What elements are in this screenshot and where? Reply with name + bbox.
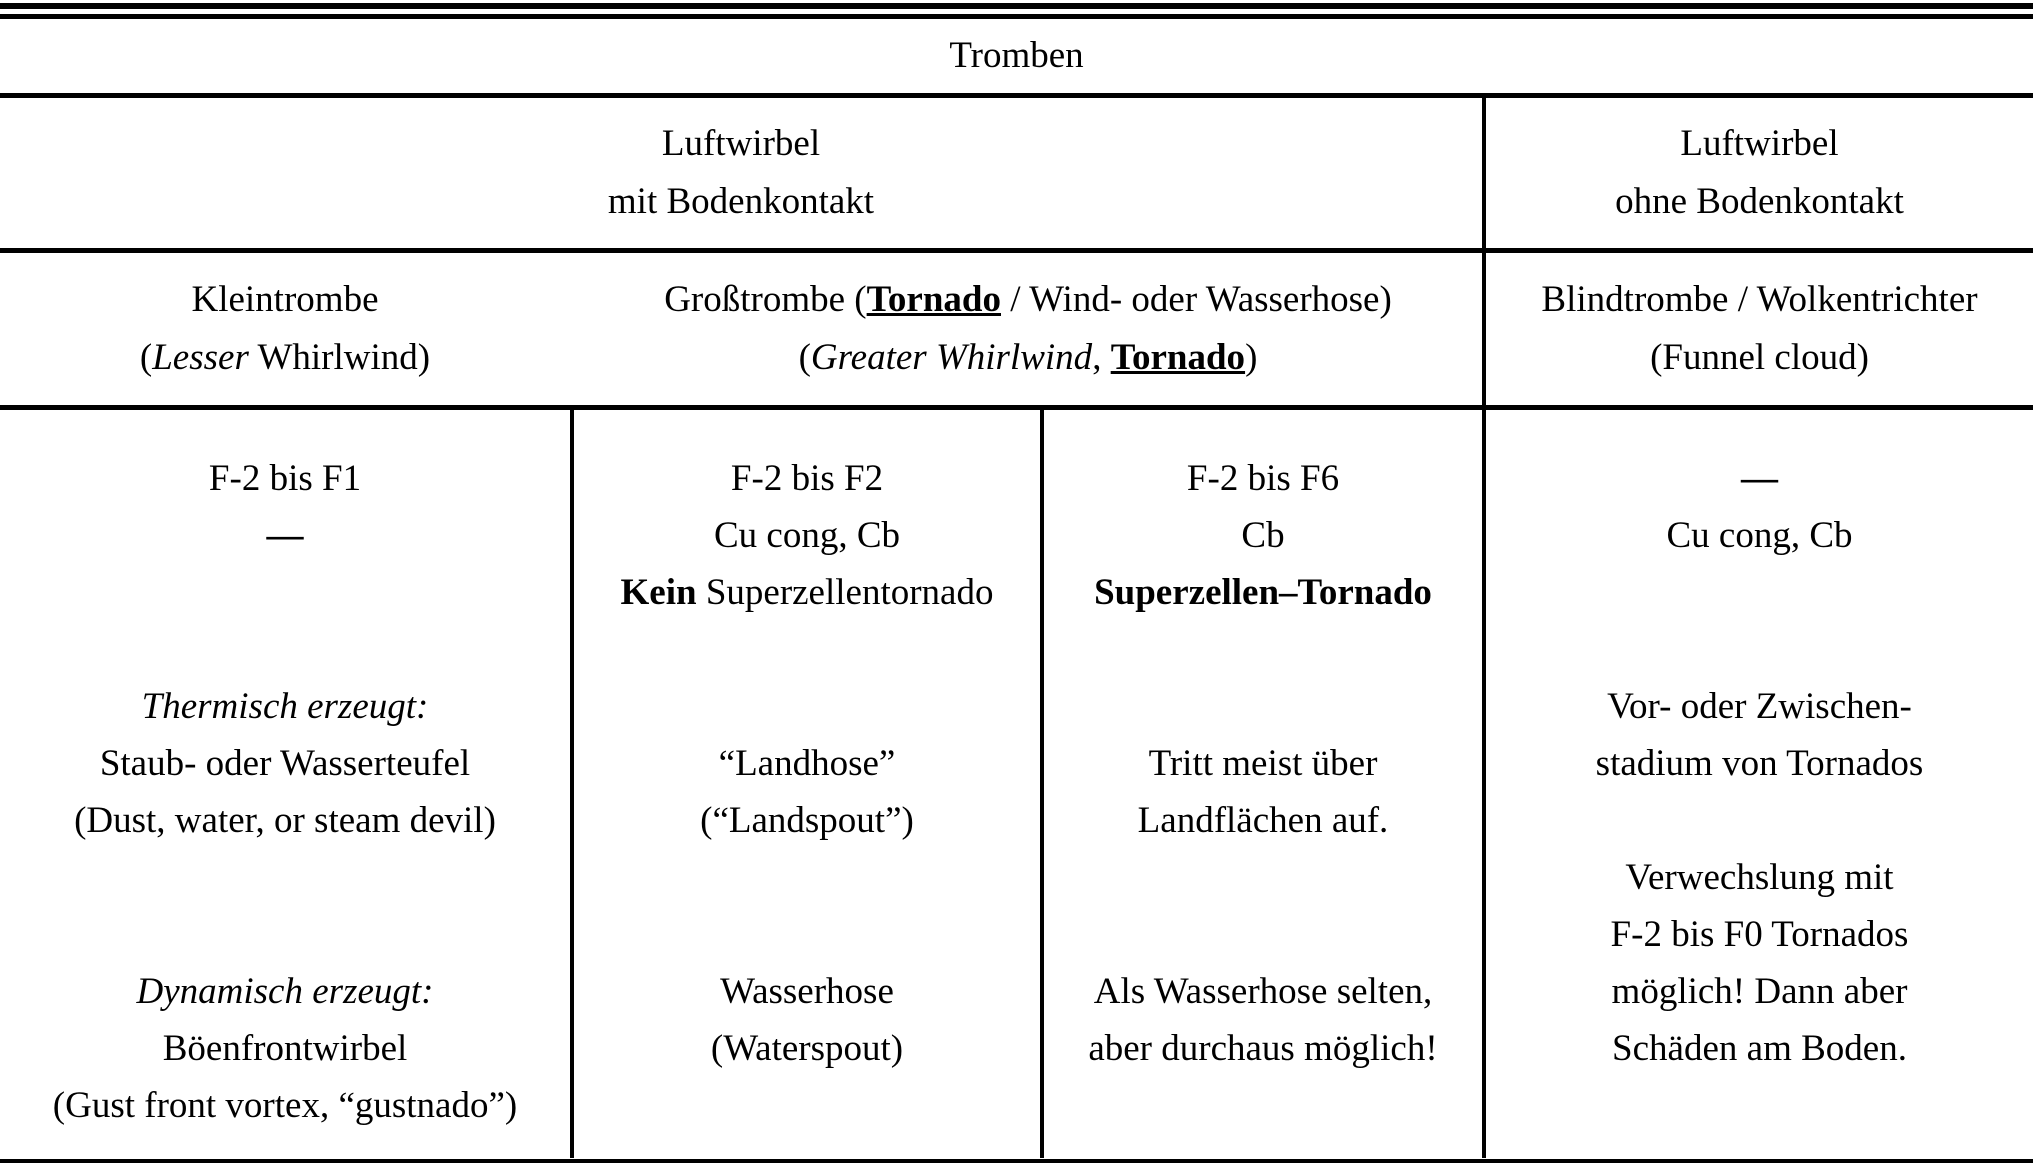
paren-close: ) [1245,337,1258,378]
body-line: “Landhose” [718,743,896,784]
body-line: F-2 bis F1 [208,458,362,499]
tornado-emphasis: Tornado [866,279,1001,320]
body-line: F-2 bis F6 [1186,458,1340,499]
sub-header-line2: (Lesser Whirlwind) [0,329,570,387]
italic-label: Thermisch erzeugt: [141,686,429,727]
group-header-mit-bodenkontakt: Luftwirbel mit Bodenkontakt [0,98,1482,248]
group-header-line1: Luftwirbel [661,123,821,164]
sub-header-line1: Großtrombe (Tornado / Wind- oder Wasserh… [574,271,1482,329]
rule-after-subheader-row [0,405,2033,410]
grosstrombe-suffix: / Wind- oder Wasserhose) [1001,279,1392,320]
body-line: Vor- oder Zwischen- [1607,686,1912,727]
body-line: Als Wasserhose selten, [1093,971,1433,1012]
rule-after-subheader [0,405,2033,410]
vertical-separator-body-2 [1040,410,1044,1158]
tornado-emphasis: Tornado [1110,337,1246,378]
bold-word: Kein [620,572,697,613]
body-line: Cb [1241,515,1285,556]
body-line: stadium von Tornados [1595,743,1924,784]
italic-label: Dynamisch erzeugt: [136,971,434,1012]
group-header-line2: mit Bodenkontakt [607,181,875,222]
top-rule-row [0,0,2033,19]
body-row: F-2 bis F1 — Thermisch erzeugt: Staub- ode… [0,410,2033,1158]
body-lines: — Cu cong, Cb Vor- oder Zwischen-stadium … [1486,434,2033,1134]
body-line: Wasserhose [720,971,894,1012]
bottom-rule-row [0,1158,2033,1163]
group-header-line1: Luftwirbel [1680,123,1839,164]
body-cell-grosstrombe-links: F-2 bis F2 Cu cong, Cb Kein Superzellentor… [574,410,1040,1158]
bold-label: Superzellen–Tornado [1094,572,1432,613]
comma-sep: , [1092,337,1111,378]
body-line: aber durchaus möglich! [1088,1028,1438,1069]
body-line: (Gust front vortex, “gustnado”) [52,1085,518,1126]
bottom-double-rule [0,1158,2033,1163]
body-line: Böenfrontwirbel [162,1028,408,1069]
sub-header-line2: (Funnel cloud) [1650,337,1869,378]
group-header-row: Luftwirbel mit Bodenkontakt Luftwirbel o… [0,98,2033,248]
vertical-separator-main [1482,98,1486,248]
sub-header-blindtrombe: Blindtrombe / Wolkentrichter (Funnel clo… [1486,253,2033,405]
grosstrombe-prefix: Großtrombe ( [664,279,867,320]
body-line: (Waterspout) [710,1028,904,1069]
body-line: Verwechslung mit [1625,857,1894,898]
table-title: Tromben [949,35,1084,76]
line-rest: Superzellentornado [696,572,994,613]
sub-header-kleintrombe: Kleintrombe (Lesser Whirlwind) [0,253,570,405]
body-line: möglich! Dann aber [1611,971,1908,1012]
sub-header-line1: Kleintrombe [191,279,379,320]
body-line-italic: Dynamisch erzeugt: [0,963,570,1020]
body-line-dash: — [1741,458,1778,499]
sub-header-line2: (Greater Whirlwind, Tornado) [574,329,1482,387]
body-line-dash: — [266,515,304,556]
vertical-separator-main [1482,410,1486,1158]
body-line: Cu cong, Cb [713,515,901,556]
rule-after-group-row [0,248,2033,253]
body-cell-kleintrombe: F-2 bis F1 — Thermisch erzeugt: Staub- ode… [0,410,570,1158]
title-row: Tromben [0,18,2033,93]
sub-header-line1: Blindtrombe / Wolkentrichter [1541,279,1978,320]
body-line-bold-first-word: Kein Superzellentornado [574,564,1040,621]
paren-open: ( [139,337,153,378]
body-lines: F-2 bis F2 Cu cong, Cb Kein Superzellentor… [574,434,1040,1134]
vertical-separator-main [1482,253,1486,405]
rule-after-title [0,93,2033,98]
rule-after-title-row [0,93,2033,98]
body-line: Schäden am Boden. [1612,1028,1907,1069]
rule-after-group [0,248,2033,253]
vertical-separator-body-1 [570,410,574,1158]
greater-whirlwind-italic: Greater Whirlwind [810,337,1093,378]
sub-header-row: Kleintrombe (Lesser Whirlwind) Großtromb… [0,253,2033,405]
body-line-bold: Superzellen–Tornado [1044,564,1482,621]
body-line: Landflächen auf. [1137,800,1389,841]
group-header-line2: ohne Bodenkontakt [1615,181,1904,222]
paren-open: ( [798,337,811,378]
body-line: (“Landspout”) [700,800,914,841]
body-line-italic: Thermisch erzeugt: [0,678,570,735]
whirlwind-text: Whirlwind) [248,337,431,378]
body-lines: F-2 bis F1 — Thermisch erzeugt: Staub- ode… [0,434,570,1134]
group-header-ohne-bodenkontakt: Luftwirbel ohne Bodenkontakt [1486,98,2033,248]
lesser-italic: Lesser [152,337,249,378]
body-line: Staub- oder Wasserteufel [99,743,471,784]
top-double-rule [0,0,2033,19]
body-cell-blindtrombe: — Cu cong, Cb Vor- oder Zwischen-stadium … [1486,410,2033,1158]
sub-header-grosstrombe: Großtrombe (Tornado / Wind- oder Wasserh… [574,253,1482,405]
body-line: F-2 bis F0 Tornados [1610,914,1909,955]
body-line: Cu cong, Cb [1666,515,1853,556]
body-line: (Dust, water, or steam devil) [74,800,496,841]
body-line: Tritt meist über [1148,743,1378,784]
body-line: F-2 bis F2 [730,458,884,499]
